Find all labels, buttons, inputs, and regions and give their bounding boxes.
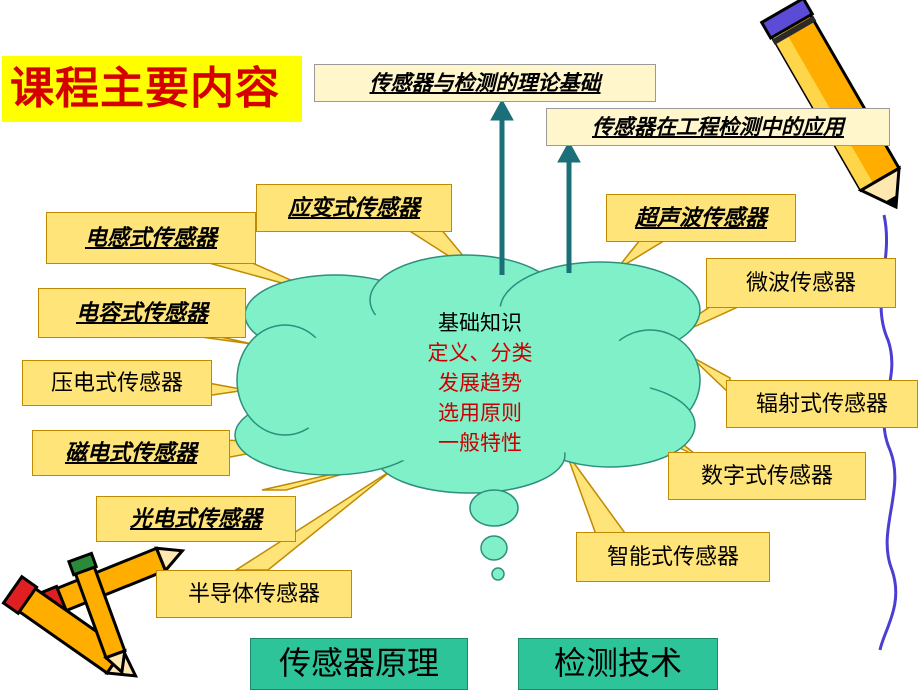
callout-semiconductor-sensor: 半导体传感器 — [156, 570, 352, 618]
theory-foundation-box: 传感器与检测的理论基础 — [314, 64, 656, 102]
callout-piezoelectric-sensor: 压电式传感器 — [22, 360, 212, 406]
sensor-principle-box: 传感器原理 — [250, 638, 468, 690]
cloud-heading: 基础知识 — [438, 311, 522, 335]
callout-microwave-sensor: 微波传感器 — [706, 258, 896, 308]
callout-radiation-sensor: 辐射式传感器 — [726, 380, 918, 428]
cloud-item: 发展趋势 — [438, 371, 522, 395]
thought-bubbles — [469, 489, 519, 581]
callout-capacitive-sensor: 电容式传感器 — [38, 288, 246, 338]
detection-technology-box: 检测技术 — [518, 638, 718, 690]
callout-magnetoelectric-sensor: 磁电式传感器 — [32, 430, 230, 476]
callout-ultrasonic-sensor: 超声波传感器 — [606, 194, 796, 242]
callout-photoelectric-sensor: 光电式传感器 — [96, 496, 296, 542]
cloud-content: 基础知识 定义、分类 发展趋势 选用原则 一般特性 — [380, 308, 580, 458]
pencil-icon — [66, 551, 127, 676]
callout-inductive-sensor: 电感式传感器 — [46, 212, 256, 264]
cloud-item: 定义、分类 — [427, 341, 533, 365]
callout-digital-sensor: 数字式传感器 — [668, 452, 866, 500]
page-title: 课程主要内容 — [2, 56, 302, 122]
arrows — [490, 98, 581, 275]
engineering-application-box: 传感器在工程检测中的应用 — [546, 108, 890, 146]
callout-smart-sensor: 智能式传感器 — [576, 532, 770, 582]
cloud-item: 选用原则 — [438, 401, 522, 425]
callout-strain-sensor: 应变式传感器 — [256, 184, 452, 232]
cloud-item: 一般特性 — [438, 431, 522, 455]
